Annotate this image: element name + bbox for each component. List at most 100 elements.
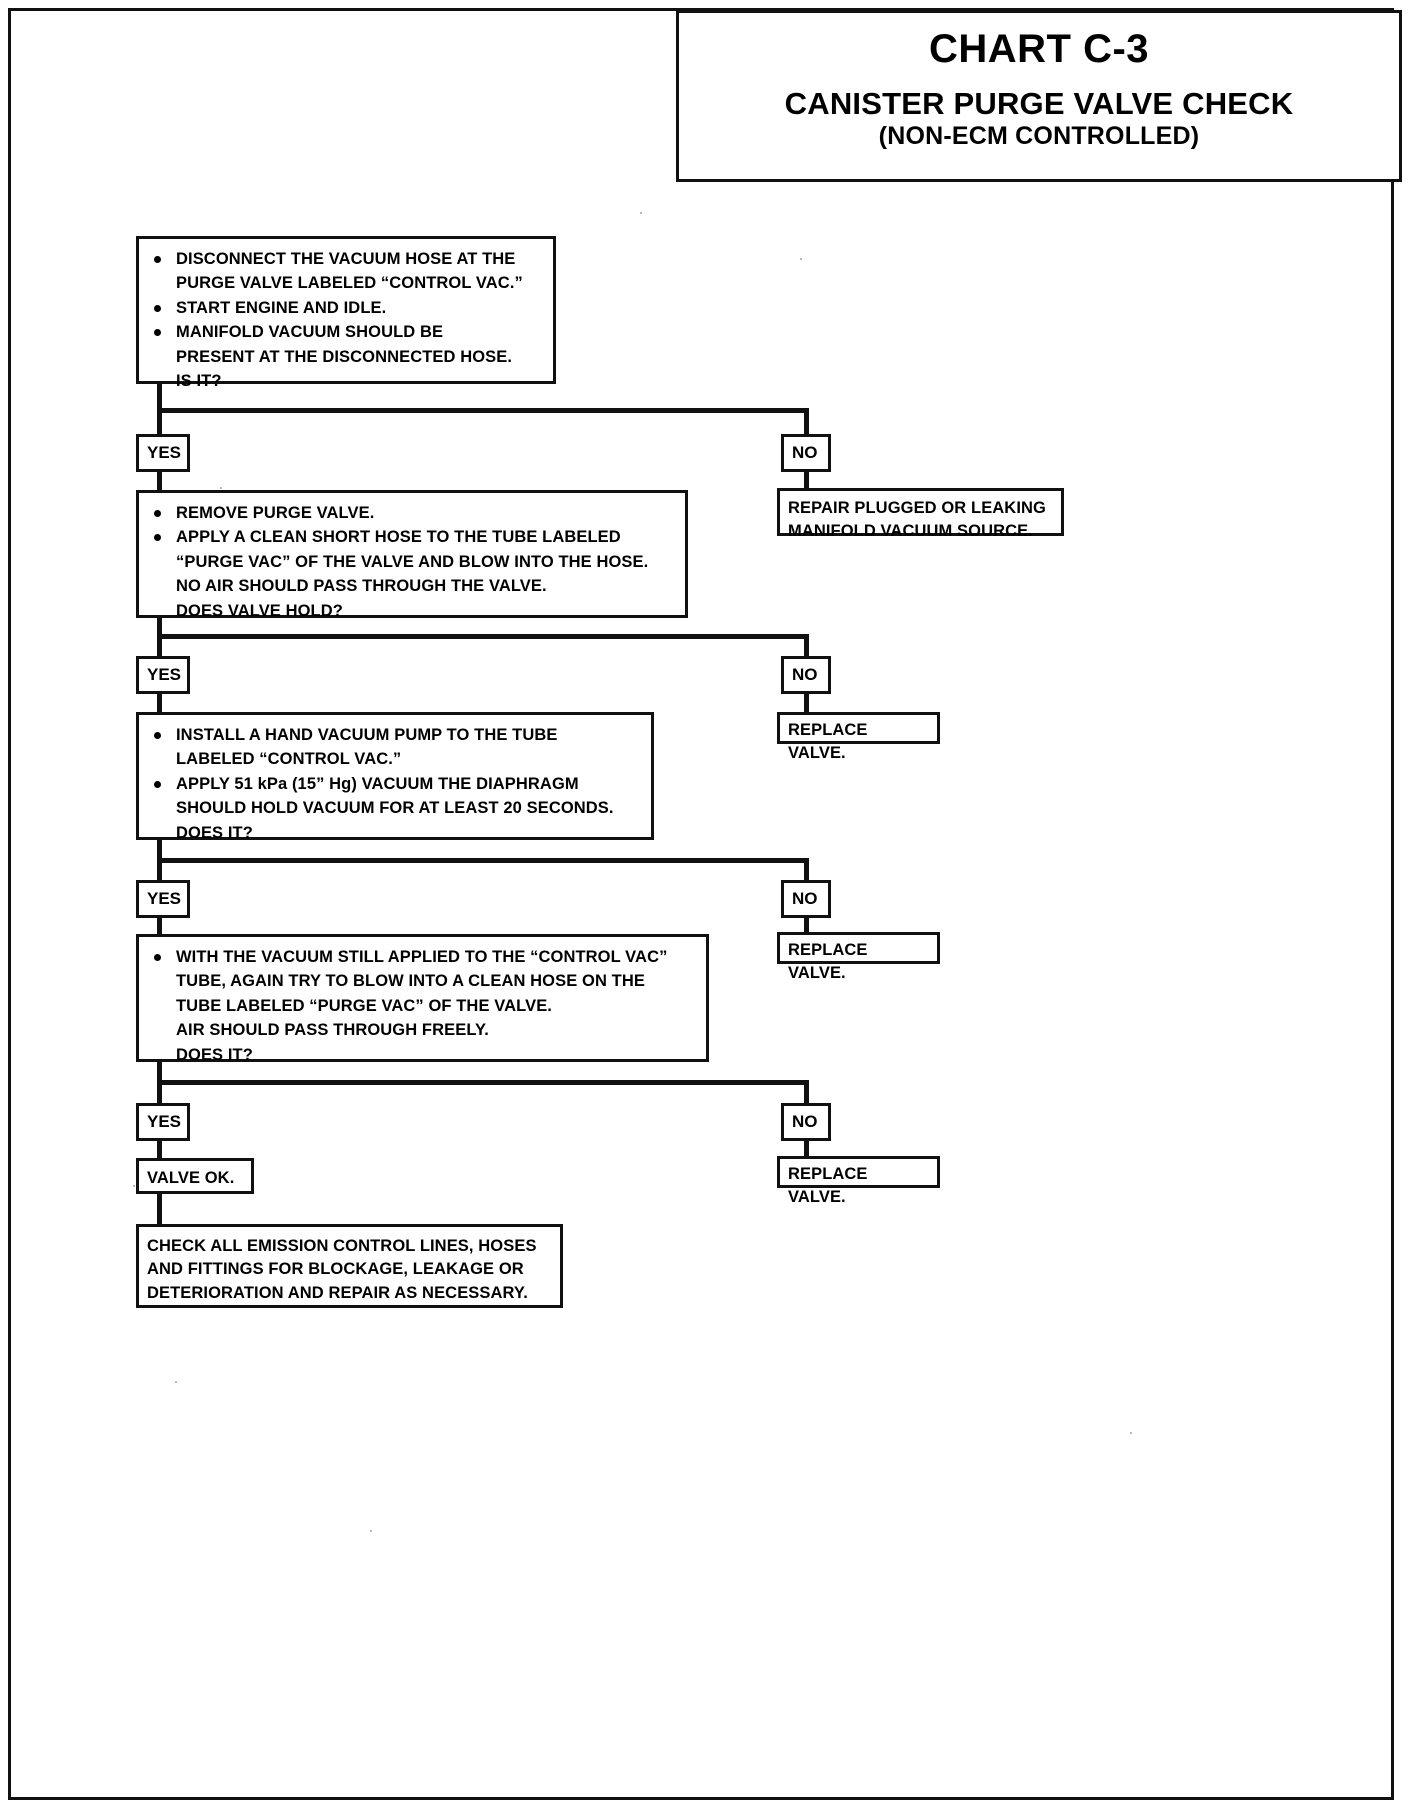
connector-no3-to-result: [804, 916, 809, 934]
result-repair-manifold-content: REPAIR PLUGGED OR LEAKING MANIFOLD VACUU…: [780, 491, 1061, 550]
chart-subtitle: (NON-ECM CONTROLLED): [878, 121, 1200, 150]
valve-ok-label: VALVE OK.: [147, 1169, 235, 1187]
no-label: NO: [792, 1112, 818, 1131]
no-label: NO: [792, 889, 818, 908]
scan-speck: [175, 1381, 177, 1383]
connector-step2-down: [157, 618, 162, 640]
connector-step3-yes-down: [157, 858, 162, 882]
scan-speck: [133, 1185, 135, 1187]
list-item: LABELED “CONTROL VAC.”: [176, 750, 402, 769]
step-2-box: REMOVE PURGE VALVE. APPLY A CLEAN SHORT …: [136, 490, 688, 620]
connector-step1-branch: [157, 408, 809, 413]
result-line: MANIFOLD VACUUM SOURCE.: [788, 522, 1033, 541]
step-2-content: REMOVE PURGE VALVE. APPLY A CLEAN SHORT …: [139, 493, 685, 632]
valve-ok-box: VALVE OK.: [136, 1158, 254, 1194]
connector-step1-no-down: [804, 408, 809, 436]
closing-line: DETERIORATION AND REPAIR AS NECESSARY.: [147, 1283, 528, 1302]
list-item: “PURGE VAC” OF THE VALVE AND BLOW INTO T…: [176, 552, 649, 571]
yes-label: YES: [147, 889, 182, 908]
page-border: [8, 8, 1394, 1800]
closing-line: CHECK ALL EMISSION CONTROL LINES, HOSES: [147, 1237, 537, 1255]
result-repair-manifold-box: REPAIR PLUGGED OR LEAKING MANIFOLD VACUU…: [777, 488, 1064, 540]
connector-step1-yes-down: [157, 408, 162, 436]
list-item: IS IT?: [176, 372, 222, 391]
step-4-box: WITH THE VACUUM STILL APPLIED TO THE “CO…: [136, 934, 709, 1064]
connector-step4-down: [157, 1062, 162, 1086]
chart-title: CANISTER PURGE VALVE CHECK: [784, 86, 1294, 121]
list-item: TUBE, AGAIN TRY TO BLOW INTO A CLEAN HOS…: [176, 972, 645, 991]
yes-tag-4: YES: [136, 1103, 190, 1141]
chart-number: CHART C-3: [928, 27, 1150, 71]
yes-tag-3: YES: [136, 880, 190, 918]
list-item: SHOULD HOLD VACUUM FOR AT LEAST 20 SECON…: [176, 799, 614, 818]
list-item: WITH THE VACUUM STILL APPLIED TO THE “CO…: [149, 946, 696, 969]
list-item: AIR SHOULD PASS THROUGH FREELY.: [176, 1021, 489, 1040]
step-4-content: WITH THE VACUUM STILL APPLIED TO THE “CO…: [139, 937, 706, 1076]
connector-no1-to-result: [804, 470, 809, 490]
yes-label: YES: [147, 665, 182, 684]
result-line: REPLACE VALVE.: [788, 941, 868, 983]
step-3-box: INSTALL A HAND VACUUM PUMP TO THE TUBE L…: [136, 712, 654, 842]
list-item: NO AIR SHOULD PASS THROUGH THE VALVE.: [176, 577, 547, 596]
result-line: REPAIR PLUGGED OR LEAKING: [788, 499, 1046, 517]
connector-step4-branch: [157, 1080, 809, 1085]
scan-speck: [800, 258, 802, 260]
list-item: APPLY A CLEAN SHORT HOSE TO THE TUBE LAB…: [149, 526, 675, 549]
no-label: NO: [792, 665, 818, 684]
step-1-list: DISCONNECT THE VACUUM HOSE AT THE PURGE …: [149, 248, 543, 394]
list-item: PRESENT AT THE DISCONNECTED HOSE.: [176, 347, 513, 366]
closing-note-box: CHECK ALL EMISSION CONTROL LINES, HOSES …: [136, 1224, 563, 1308]
connector-step2-no-down: [804, 634, 809, 658]
connector-step3-no-down: [804, 858, 809, 882]
result-line: REPLACE VALVE.: [788, 721, 868, 763]
yes-tag-1: YES: [136, 434, 190, 472]
connector-yes1-to-step2: [157, 470, 162, 492]
no-tag-2: NO: [781, 656, 831, 694]
connector-step1-down: [157, 384, 162, 412]
result-replace-valve-box-2: REPLACE VALVE.: [777, 932, 940, 982]
result-replace-valve-content-1: REPLACE VALVE.: [780, 715, 937, 770]
list-item: DOES IT?: [176, 823, 253, 842]
list-item: MANIFOLD VACUUM SHOULD BE: [149, 321, 543, 344]
result-replace-valve-content-3: REPLACE VALVE.: [780, 1159, 937, 1214]
no-tag-3: NO: [781, 880, 831, 918]
connector-yes2-to-step3: [157, 692, 162, 714]
step-4-list: WITH THE VACUUM STILL APPLIED TO THE “CO…: [149, 946, 696, 1067]
scan-speck: [370, 1530, 372, 1532]
connector-step3-down: [157, 840, 162, 864]
list-item: APPLY 51 kPa (15” Hg) VACUUM THE DIAPHRA…: [149, 773, 641, 796]
yes-label: YES: [147, 1112, 182, 1131]
list-item: REMOVE PURGE VALVE.: [149, 502, 675, 525]
connector-step3-branch: [157, 858, 809, 863]
connector-step2-branch: [157, 634, 809, 639]
list-item: DISCONNECT THE VACUUM HOSE AT THE: [149, 248, 543, 271]
step-2-list: REMOVE PURGE VALVE. APPLY A CLEAN SHORT …: [149, 502, 675, 623]
list-item: DOES IT?: [176, 1045, 253, 1064]
step-1-box: DISCONNECT THE VACUUM HOSE AT THE PURGE …: [136, 236, 556, 390]
result-replace-valve-box-1: REPLACE VALVE.: [777, 712, 940, 762]
connector-no4-to-result: [804, 1139, 809, 1157]
no-tag-1: NO: [781, 434, 831, 472]
list-item: TUBE LABELED “PURGE VAC” OF THE VALVE.: [176, 996, 552, 1015]
valve-ok-content: VALVE OK.: [139, 1161, 251, 1196]
closing-note-content: CHECK ALL EMISSION CONTROL LINES, HOSES …: [139, 1227, 560, 1311]
result-replace-valve-content-2: REPLACE VALVE.: [780, 935, 937, 990]
connector-step4-yes-down: [157, 1080, 162, 1104]
connector-no2-to-result: [804, 692, 809, 712]
step-3-content: INSTALL A HAND VACUUM PUMP TO THE TUBE L…: [139, 715, 651, 854]
connector-yes4-to-valveok: [157, 1139, 162, 1159]
connector-step4-no-down: [804, 1080, 809, 1104]
step-1-content: DISCONNECT THE VACUUM HOSE AT THE PURGE …: [139, 239, 553, 403]
no-tag-4: NO: [781, 1103, 831, 1141]
chart-header-box: CHART C-3 CANISTER PURGE VALVE CHECK (NO…: [676, 10, 1402, 182]
connector-step2-yes-down: [157, 634, 162, 658]
no-label: NO: [792, 443, 818, 462]
closing-line: AND FITTINGS FOR BLOCKAGE, LEAKAGE OR: [147, 1260, 524, 1279]
scan-speck: [1130, 1432, 1132, 1434]
result-line: REPLACE VALVE.: [788, 1165, 868, 1207]
yes-tag-2: YES: [136, 656, 190, 694]
list-item: PURGE VALVE LABELED “CONTROL VAC.”: [176, 274, 523, 293]
connector-yes3-to-step4: [157, 916, 162, 938]
list-item: DOES VALVE HOLD?: [176, 601, 343, 620]
